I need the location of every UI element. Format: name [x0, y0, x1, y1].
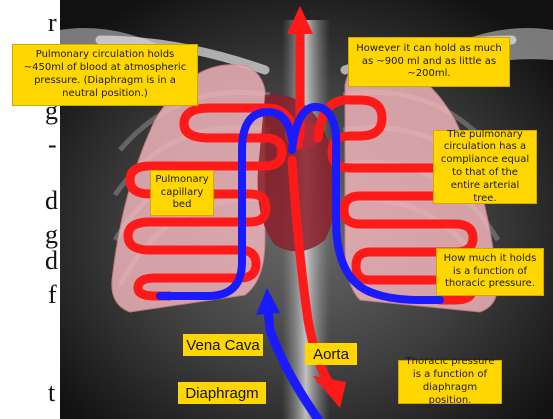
label-vena-cava: Vena Cava [183, 334, 263, 356]
note-capillary-bed: Pulmonary capillary bed [150, 170, 214, 216]
background-letter-4: d [45, 188, 58, 214]
note-thoracic-function: How much it holds is a function of thora… [436, 248, 544, 296]
background-letter-6: d [45, 248, 58, 274]
note-pulmonary-volume: Pulmonary circulation holds ~450ml of bl… [12, 44, 198, 106]
note-thoracic-diaphragm: Thoracic pressure is a function of diaph… [398, 360, 502, 404]
note-compliance: The pulmonary circulation has a complian… [433, 130, 537, 204]
label-diaphragm: Diaphragm [178, 382, 266, 404]
background-letter-3: - [48, 132, 57, 158]
background-letter-7: f [48, 282, 57, 308]
background-letter-1: r [48, 10, 57, 36]
background-letter-5: g [45, 222, 58, 248]
note-capacity-range: However it can hold as much as ~900 ml a… [348, 37, 510, 87]
label-aorta: Aorta [305, 343, 357, 365]
background-letter-8: t [48, 380, 55, 406]
